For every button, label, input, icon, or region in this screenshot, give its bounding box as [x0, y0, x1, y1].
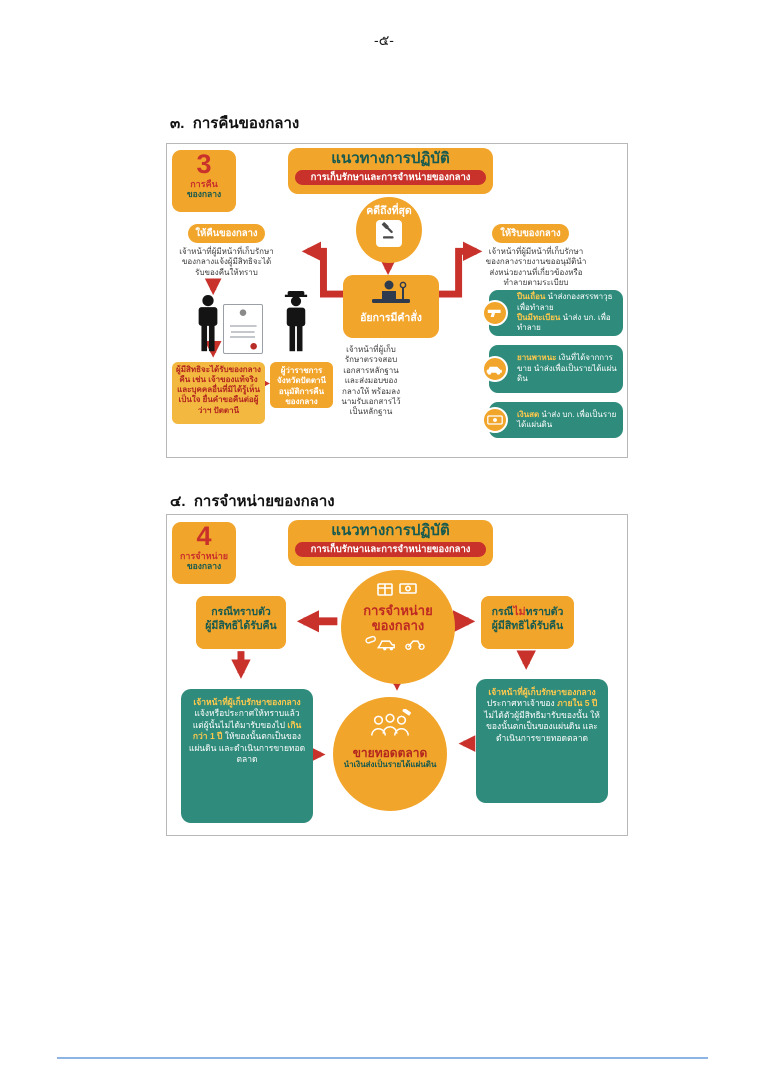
- unknown-owner-case-box: กรณีไม่ทราบตัว ผู้มีสิทธิได้รับคืน: [481, 596, 574, 649]
- badge-title-2: ของกลาง: [186, 189, 222, 200]
- auction-subtitle: นำเงินส่งเป็นรายได้แผ่นดิน: [343, 760, 437, 770]
- section-badge: 3 การคืน ของกลาง: [172, 150, 236, 212]
- prosecutor-order-box: อัยการมีคำสั่ง: [343, 275, 439, 338]
- car-icon: [482, 356, 508, 382]
- badge-title-2: ของกลาง: [186, 561, 222, 572]
- firearms-registered-text: นำส่ง บก. เพื่อทำลาย: [517, 313, 611, 333]
- known-detail-highlight-2: เกินกว่า 1 ปี: [192, 719, 302, 742]
- footer-rule: [57, 1057, 708, 1059]
- vehicle-label: ยานพาหนะ: [517, 353, 557, 363]
- infographic-header: แนวทางการปฏิบัติ การเก็บรักษาและการจำหน่…: [288, 520, 493, 566]
- section-3-heading: ๓. การคืนของกลาง: [170, 115, 300, 132]
- prosecutor-order-label: อัยการมีคำสั่ง: [360, 312, 422, 324]
- cash-disposal-box: เงินสด นำส่ง บก. เพื่อเป็นรายได้แผ่นดิน: [482, 402, 623, 438]
- final-case-label: คดีถึงที่สุด: [366, 205, 412, 217]
- unknown-detail-text-1: ประกาศหาเจ้าของ: [486, 698, 558, 709]
- unknown-detail-highlight-1: เจ้าหน้าที่ผู้เก็บรักษาของกลาง: [488, 687, 596, 697]
- badge-number: 4: [196, 522, 212, 551]
- unknown-not: ไม่: [513, 606, 526, 618]
- cash-icon: [482, 407, 508, 433]
- certificate-icon: [223, 304, 263, 354]
- infographic-disposal-of-evidence: 4 การจำหน่าย ของกลาง แนวทางการปฏิบัติ กา…: [166, 514, 628, 836]
- vehicle-disposal-box: ยานพาหนะ เงินที่ได้จากการขาย นำส่งเพื่อเ…: [482, 345, 623, 393]
- section-badge: 4 การจำหน่าย ของกลาง: [172, 522, 236, 584]
- vehicle-text: เงินที่ได้จากการขาย นำส่งเพื่อเป็นรายได้…: [517, 353, 617, 384]
- person-icon: [191, 294, 225, 359]
- cash-text: นำส่ง บก. เพื่อเป็นรายได้แผ่นดิน: [517, 409, 617, 429]
- prosecutor-desk-icon: [366, 280, 416, 311]
- auction-circle: ขายทอดตลาด นำเงินส่งเป็นรายได้แผ่นดิน: [333, 697, 447, 811]
- forfeit-order-pill: ให้ริบของกลาง: [492, 224, 569, 243]
- section-4-heading: ๔. การจำหน่ายของกลาง: [170, 493, 335, 510]
- cash-disposal-text: เงินสด นำส่ง บก. เพื่อเป็นรายได้แผ่นดิน: [517, 410, 618, 431]
- firearms-disposal-box: ปืนเถื่อน นำส่งกองสรรพาวุธ เพื่อทำลาย ปื…: [482, 290, 623, 336]
- unknown-detail-text-2: ไม่ได้ตัวผู้มีสิทธิมารับของนั้น ให้ของนั…: [484, 709, 600, 743]
- unknown-post: ทราบตัว: [525, 606, 564, 618]
- disposal-label-2: ของกลาง: [371, 618, 425, 634]
- cash-label: เงินสด: [517, 409, 540, 419]
- infographic-title: แนวทางการปฏิบัติ: [331, 150, 450, 167]
- return-order-text: เจ้าหน้าที่ผู้มีหน้าที่เก็บรักษาของกลางแ…: [179, 247, 274, 277]
- auction-people-icon: [367, 708, 413, 743]
- known-detail-highlight-1: เจ้าหน้าที่ผู้เก็บรักษาของกลาง: [193, 697, 301, 707]
- unknown-pre: กรณี: [491, 606, 514, 618]
- gun-icon: [482, 300, 508, 326]
- rights-holder-box: ผู้มีสิทธิจะได้รับของกลางคืน เช่น เจ้าขอ…: [172, 362, 265, 424]
- known-detail-text-1: แจ้งหรือประกาศให้ทราบแล้ว แต่ผู้นั้นไม่ไ…: [192, 708, 300, 730]
- disposal-center-circle: การจำหน่าย ของกลาง: [341, 570, 455, 684]
- page-number: -๕-: [374, 32, 394, 48]
- known-owner-line-2: ผู้มีสิทธิได้รับคืน: [205, 620, 277, 633]
- auction-title: ขายทอดตลาด: [352, 746, 428, 760]
- infographic-subtitle: การเก็บรักษาและการจำหน่ายของกลาง: [295, 169, 486, 185]
- badge-title-1: การคืน: [190, 178, 218, 189]
- unknown-owner-detail-box: เจ้าหน้าที่ผู้เก็บรักษาของกลาง ประกาศหาเ…: [476, 679, 608, 803]
- final-case-circle: คดีถึงที่สุด: [356, 197, 422, 263]
- police-officer-icon: [279, 291, 313, 359]
- firearms-registered-label: ปืนมีทะเบียน: [517, 313, 561, 322]
- vehicle-disposal-text: ยานพาหนะ เงินที่ได้จากการขาย นำส่งเพื่อเ…: [517, 353, 618, 384]
- infographic-header: แนวทางการปฏิบัติ การเก็บรักษาและการจำหน่…: [288, 148, 493, 194]
- forfeit-order-text: เจ้าหน้าที่ผู้มีหน้าที่เก็บรักษาของกลางร…: [485, 247, 587, 288]
- unknown-detail-highlight-2: ภายใน 5 ปี: [557, 698, 598, 709]
- vehicles-pills-icon: [365, 635, 431, 656]
- infographic-title: แนวทางการปฏิบัติ: [331, 522, 450, 539]
- known-owner-detail-box: เจ้าหน้าที่ผู้เก็บรักษาของกลาง แจ้งหรือป…: [181, 689, 313, 823]
- known-owner-case-box: กรณีทราบตัว ผู้มีสิทธิได้รับคืน: [196, 596, 286, 649]
- known-detail-text-2: ให้ของนั้นตกเป็นของแผ่นดิน และดำเนินการข…: [188, 731, 306, 765]
- unknown-owner-line-2: ผู้มีสิทธิได้รับคืน: [491, 620, 564, 633]
- disposal-label-1: การจำหน่าย: [363, 603, 433, 618]
- infographic-return-of-evidence: 3 การคืน ของกลาง แนวทางการปฏิบัติ การเก็…: [166, 143, 628, 458]
- governor-approval-box: ผู้ว่าราชการจังหวัดปัตตานี อนุมัติการคืน…: [270, 362, 333, 408]
- firearms-illegal-text: นำส่งกองสรรพาวุธ เพื่อทำลาย: [517, 292, 613, 312]
- firearms-illegal-label: ปืนเถื่อน: [517, 292, 546, 302]
- firearms-disposal-text: ปืนเถื่อน นำส่งกองสรรพาวุธ เพื่อทำลาย ปื…: [517, 292, 618, 334]
- money-parcel-icon: [376, 583, 420, 602]
- infographic-subtitle: การเก็บรักษาและการจำหน่ายของกลาง: [295, 541, 486, 557]
- unknown-owner-line-1: กรณีไม่ทราบตัว: [481, 605, 574, 619]
- badge-title-1: การจำหน่าย: [179, 550, 229, 561]
- return-order-pill: ให้คืนของกลาง: [188, 224, 265, 243]
- known-owner-line-1: กรณีทราบตัว: [211, 606, 271, 618]
- gavel-icon: [376, 219, 402, 247]
- badge-number: 3: [196, 150, 212, 179]
- custodian-officer-text: เจ้าหน้าที่ผู้เก็บรักษาตรวจสอบเอกสารหลัก…: [341, 345, 401, 417]
